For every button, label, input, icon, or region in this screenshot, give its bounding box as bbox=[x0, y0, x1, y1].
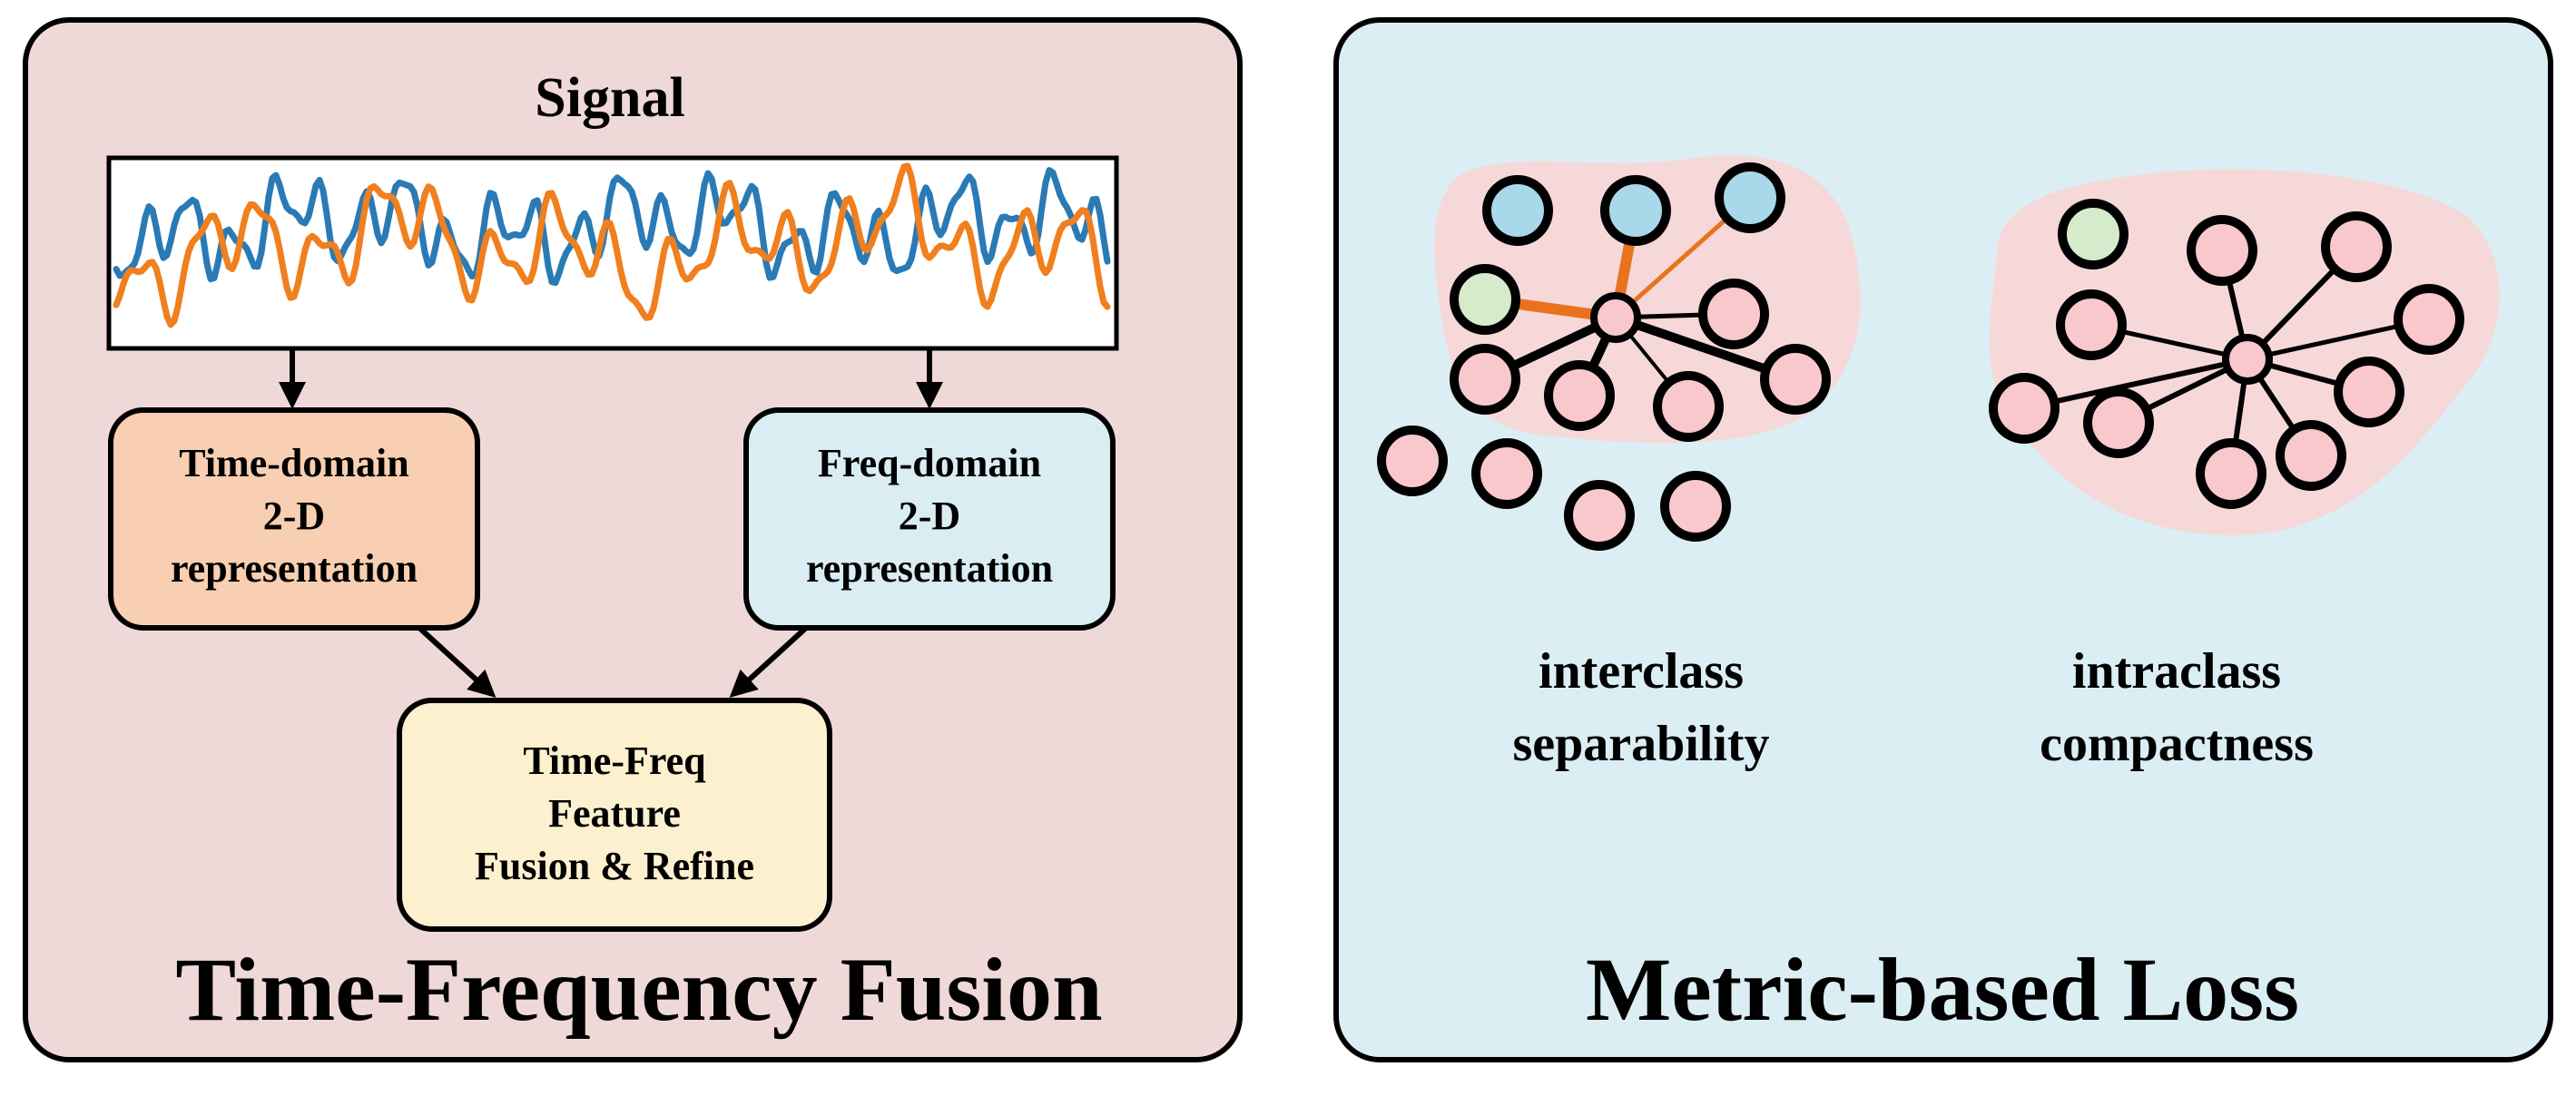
interclass-node bbox=[1698, 279, 1769, 349]
time-frequency-fusion-title: Time-Frequency Fusion bbox=[175, 939, 1102, 1040]
signal-label: Signal bbox=[535, 67, 684, 129]
intraclass-node bbox=[2056, 289, 2127, 360]
interclass-node bbox=[1600, 175, 1671, 246]
intraclass-node bbox=[2394, 284, 2464, 355]
interclass-node bbox=[1377, 426, 1448, 496]
freq-box-line-3: representation bbox=[806, 546, 1053, 591]
freq-box-line-2: 2-D bbox=[899, 494, 960, 538]
interclass-node bbox=[1660, 471, 1731, 542]
intraclass-center-node bbox=[2222, 334, 2273, 385]
arrow-time-to-fusion bbox=[417, 625, 497, 699]
fusion-box-line-2: Feature bbox=[548, 791, 681, 836]
interclass-node bbox=[1653, 371, 1724, 442]
arrow-freq-to-fusion bbox=[729, 625, 809, 699]
intraclass-cluster bbox=[1989, 199, 2464, 509]
fusion-box-line-1: Time-Freq bbox=[523, 739, 706, 783]
intraclass-edge bbox=[2023, 357, 2248, 411]
intraclass-node bbox=[2187, 215, 2257, 286]
interclass-node bbox=[1715, 162, 1785, 233]
time-box-line-2: 2-D bbox=[263, 494, 325, 538]
interclass-label-line-1: interclass bbox=[1539, 643, 1744, 700]
intraclass-node bbox=[1989, 373, 2060, 444]
signal-series-orange bbox=[113, 162, 1111, 328]
intraclass-label-line-1: intraclass bbox=[2072, 643, 2281, 700]
intraclass-label-line-2: compactness bbox=[2040, 716, 2314, 772]
fusion-box-line-3: Fusion & Refine bbox=[475, 844, 754, 888]
freq-domain-box: Freq-domain 2-D representation bbox=[743, 407, 1116, 631]
time-box-line-1: Time-domain bbox=[179, 441, 408, 485]
metric-based-loss-panel: interclass separability intraclass compa… bbox=[1333, 17, 2553, 1062]
interclass-node bbox=[1544, 360, 1615, 431]
intraclass-node bbox=[2058, 199, 2129, 269]
signal-plot bbox=[106, 155, 1119, 351]
interclass-node bbox=[1760, 344, 1831, 415]
interclass-node bbox=[1471, 438, 1542, 509]
intraclass-node bbox=[2321, 211, 2392, 282]
interclass-node bbox=[1450, 264, 1520, 335]
intraclass-node bbox=[2196, 438, 2266, 509]
freq-box-line-1: Freq-domain bbox=[818, 441, 1041, 485]
interclass-label-line-2: separability bbox=[1512, 716, 1769, 772]
intraclass-node bbox=[2334, 357, 2404, 427]
interclass-node bbox=[1450, 344, 1520, 415]
interclass-center-node bbox=[1590, 292, 1641, 343]
intraclass-node bbox=[2276, 420, 2346, 491]
interclass-node bbox=[1564, 480, 1635, 551]
time-domain-box-rect bbox=[108, 407, 480, 631]
metric-based-loss-title: Metric-based Loss bbox=[1586, 939, 2299, 1040]
time-box-line-3: representation bbox=[171, 546, 418, 591]
intraclass-node bbox=[2083, 387, 2154, 458]
fusion-box-rect bbox=[397, 698, 832, 932]
time-domain-box: Time-domain 2-D representation bbox=[108, 407, 480, 631]
time-frequency-fusion-panel: Signal Time-domain 2-D representation Fr… bbox=[23, 17, 1243, 1062]
signal-series-blue bbox=[113, 167, 1111, 287]
interclass-node bbox=[1482, 175, 1553, 246]
fusion-box: Time-Freq Feature Fusion & Refine bbox=[397, 698, 832, 932]
freq-domain-box-rect bbox=[743, 407, 1116, 631]
interclass-cluster bbox=[1377, 162, 1831, 551]
